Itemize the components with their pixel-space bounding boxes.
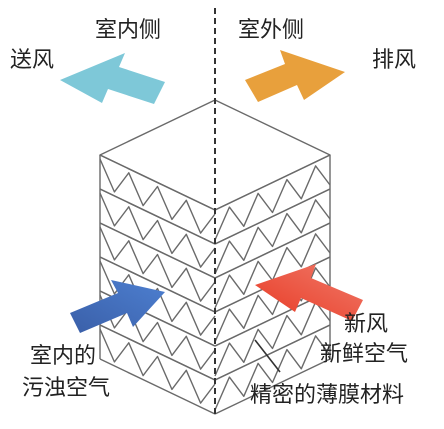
corrugated-layer-stack: [99, 99, 331, 415]
corrugation-left: [99, 192, 216, 268]
indoor-dirty-air-label-line1: 室内的: [30, 344, 97, 369]
exhaust-air-label: 排风: [372, 48, 417, 73]
fresh-air-label-line2: 新鲜空气: [320, 342, 409, 367]
sheet-line: [214, 324, 331, 381]
sheet-line: [99, 154, 216, 211]
supply-air-arrow-icon: [60, 53, 165, 104]
indoor-dirty-air-arrow-icon: [70, 280, 165, 333]
indoor-side-label: 室内侧: [95, 18, 162, 43]
corrugation-left: [99, 226, 216, 302]
corrugation-right: [214, 165, 331, 241]
corrugation-left: [99, 294, 216, 370]
corrugation-right: [214, 335, 331, 411]
supply-air-label: 送风: [10, 48, 55, 73]
sheet-line: [214, 358, 331, 415]
corrugation-left: [99, 158, 216, 234]
corrugation-left: [99, 328, 216, 404]
corrugation-right: [214, 199, 331, 275]
sheet-line: [214, 188, 331, 245]
membrane-leader-line: [254, 339, 281, 373]
membrane-material-label: 精密的薄膜材料: [250, 383, 405, 408]
corrugation-right: [214, 301, 331, 377]
fresh-air-label-line1: 新风: [344, 312, 389, 337]
sheet-line: [99, 358, 216, 415]
sheet-line: [99, 188, 216, 245]
exhaust-air-arrow-icon: [245, 50, 345, 102]
indoor-dirty-air-label-line2: 污浊空气: [22, 376, 111, 401]
outdoor-side-label: 室外侧: [238, 18, 305, 43]
sheet-line: [99, 324, 216, 381]
fresh-air-arrow-icon: [255, 264, 363, 321]
sheet-line: [99, 256, 216, 313]
sheet-line: [214, 154, 331, 211]
sheet-line: [214, 222, 331, 279]
sheet-line: [99, 222, 216, 279]
